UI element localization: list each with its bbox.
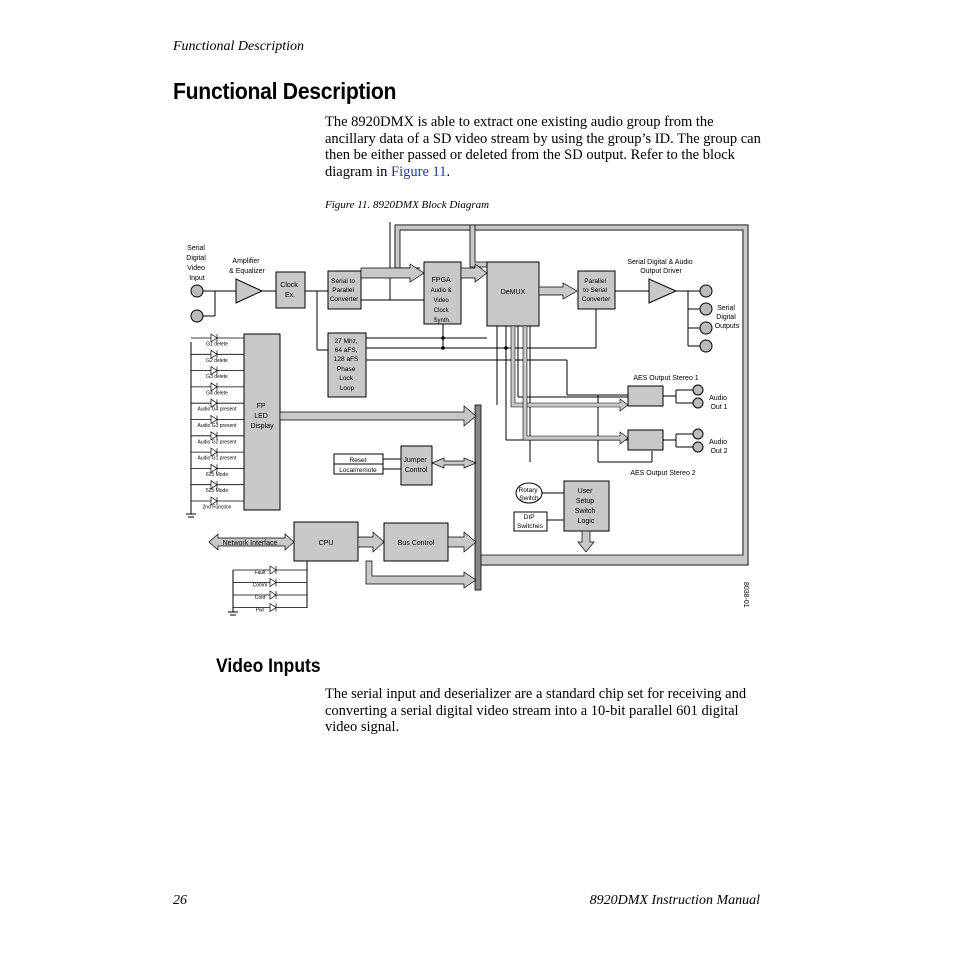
led-label: 625 Mode [206, 472, 228, 478]
output-connector-3 [699, 321, 713, 335]
cpu-led-diode-icon [269, 565, 277, 575]
manual-title: 8920DMX Instruction Manual [589, 893, 760, 908]
aes-stereo-1-block [627, 385, 664, 407]
aes1-label: AES Output Stereo 1 [633, 375, 698, 382]
led-label: Audio G4 present [198, 407, 238, 413]
intro-end: . [446, 163, 451, 180]
bus-control-label: Bus Control [398, 540, 435, 547]
led-label: G4 delete [206, 390, 228, 396]
audio1-connector-b [692, 397, 704, 409]
video-inputs-paragraph: The serial input and deserializer are a … [325, 686, 747, 735]
fp-leds: G1 delete G2 delete G3 delete G4 deleteAudi… [191, 333, 244, 511]
clock-label: Clock Ex. [280, 282, 299, 299]
led-label: Audio G3 present [198, 423, 238, 429]
page-number: 26 [173, 893, 187, 908]
dip-switches [513, 511, 548, 532]
intro-text: The 8920DMX is able to extract one exist… [325, 114, 761, 180]
amplifier-triangle [235, 278, 264, 304]
led-label: G1 delete [206, 342, 228, 348]
led-diode-icon [210, 365, 218, 376]
vertical-bus-bar [474, 404, 482, 591]
led-label: 2nd Function [203, 505, 232, 511]
audio-out2-label: Audio Out 2 [709, 439, 729, 455]
section-title: Functional Description [173, 78, 397, 104]
local-remote-label: Local/remote [339, 467, 377, 474]
jumper-label: Jumper Control [403, 457, 428, 474]
video-inputs-title: Video Inputs [216, 656, 321, 677]
figure-number: 8038-01 [742, 582, 749, 608]
dip-label: DIP Switches [517, 514, 544, 530]
figure-link[interactable]: Figure 11 [391, 163, 447, 180]
led-label: G2 delete [206, 358, 228, 364]
cpu-led-label: Pwr [256, 608, 265, 614]
aes2-label: AES Output Stereo 2 [630, 470, 695, 477]
audio2-connector-b [692, 441, 704, 453]
aes-stereo-2-block [627, 429, 664, 451]
amp-eq-label: Amplifier & Equalizer [229, 258, 265, 275]
cpu-led-label: Conf [255, 595, 266, 601]
demux-label: DeMUX [501, 289, 526, 296]
led-diode-icon [210, 349, 218, 359]
figure-caption: Figure 11. 8920DMX Block Diagram [325, 199, 490, 211]
serial-outputs-label: Serial Digital Outputs [715, 305, 740, 330]
reset-label: Reset [350, 457, 367, 464]
led-diode-icon [210, 431, 218, 441]
led-label: Audio G1 present [198, 456, 238, 462]
intro-paragraph: The 8920DMX is able to extract one exist… [325, 114, 765, 180]
serial-to-parallel-block [327, 270, 362, 310]
jumper-control-block [400, 445, 433, 486]
led-diode-icon [210, 447, 218, 457]
led-label: Audio G2 present [198, 439, 238, 445]
cpu-led-diode-icon [269, 590, 277, 600]
led-diode-icon [210, 480, 218, 490]
running-header: Functional Description [173, 39, 305, 54]
audio2-connector-a [692, 428, 704, 440]
parallel-to-serial-block [577, 270, 616, 310]
pll-lines [366, 309, 628, 396]
fp-led-display-block [243, 333, 281, 511]
p2s-label: Parallel to Serial Converter [582, 278, 611, 303]
input-connector-1 [190, 284, 204, 298]
cpu-led-diode-icon [269, 577, 277, 588]
bus-control-block [383, 522, 449, 562]
led-diode-icon [210, 382, 218, 392]
pll-block [327, 332, 367, 398]
audio1-connector-a [692, 384, 704, 396]
s2p-label: Serial to Parallel Converter [330, 278, 359, 303]
cpu-led-diode-icon [269, 602, 277, 613]
fp-display-label: FP LED Display [251, 403, 274, 430]
audio-out-lines [663, 389, 693, 448]
led-diode-icon [210, 398, 218, 408]
output-driver-triangle [648, 278, 678, 304]
output-connector-2 [699, 302, 713, 316]
user-setup-label: User Setup Switch Logic [575, 488, 598, 525]
led-label: G3 delete [206, 374, 228, 380]
output-connector-4 [699, 339, 713, 353]
cpu-led-label: Fault [254, 570, 266, 576]
input-connector-2 [190, 309, 204, 323]
network-label: Network Interface [223, 540, 278, 547]
led-diode-icon [210, 333, 218, 343]
output-driver-label: Serial Digital & Audio Output Driver [627, 259, 694, 275]
user-setup-block [563, 480, 610, 532]
led-diode-icon [210, 414, 218, 425]
cpu-led-label: Comm [253, 583, 268, 589]
audio-out1-label: Audio Out 1 [709, 395, 729, 411]
rotary-label: Rotary Switch [519, 487, 540, 502]
fpga-label: FPGA Audio & Video Clock Synth. [431, 277, 454, 324]
pll-label: 27 Mhz, 64 aFS, 128 aFS Phase Lock Loop [334, 338, 360, 392]
cpu-label: CPU [319, 540, 334, 547]
sdi-input-label: Serial Digital Video Input [186, 245, 207, 282]
led-diode-icon [210, 496, 218, 506]
output-connector-1 [699, 284, 713, 298]
clock-block [275, 271, 306, 309]
led-diode-icon [210, 463, 218, 474]
led-label: 525 Mode [206, 488, 228, 494]
